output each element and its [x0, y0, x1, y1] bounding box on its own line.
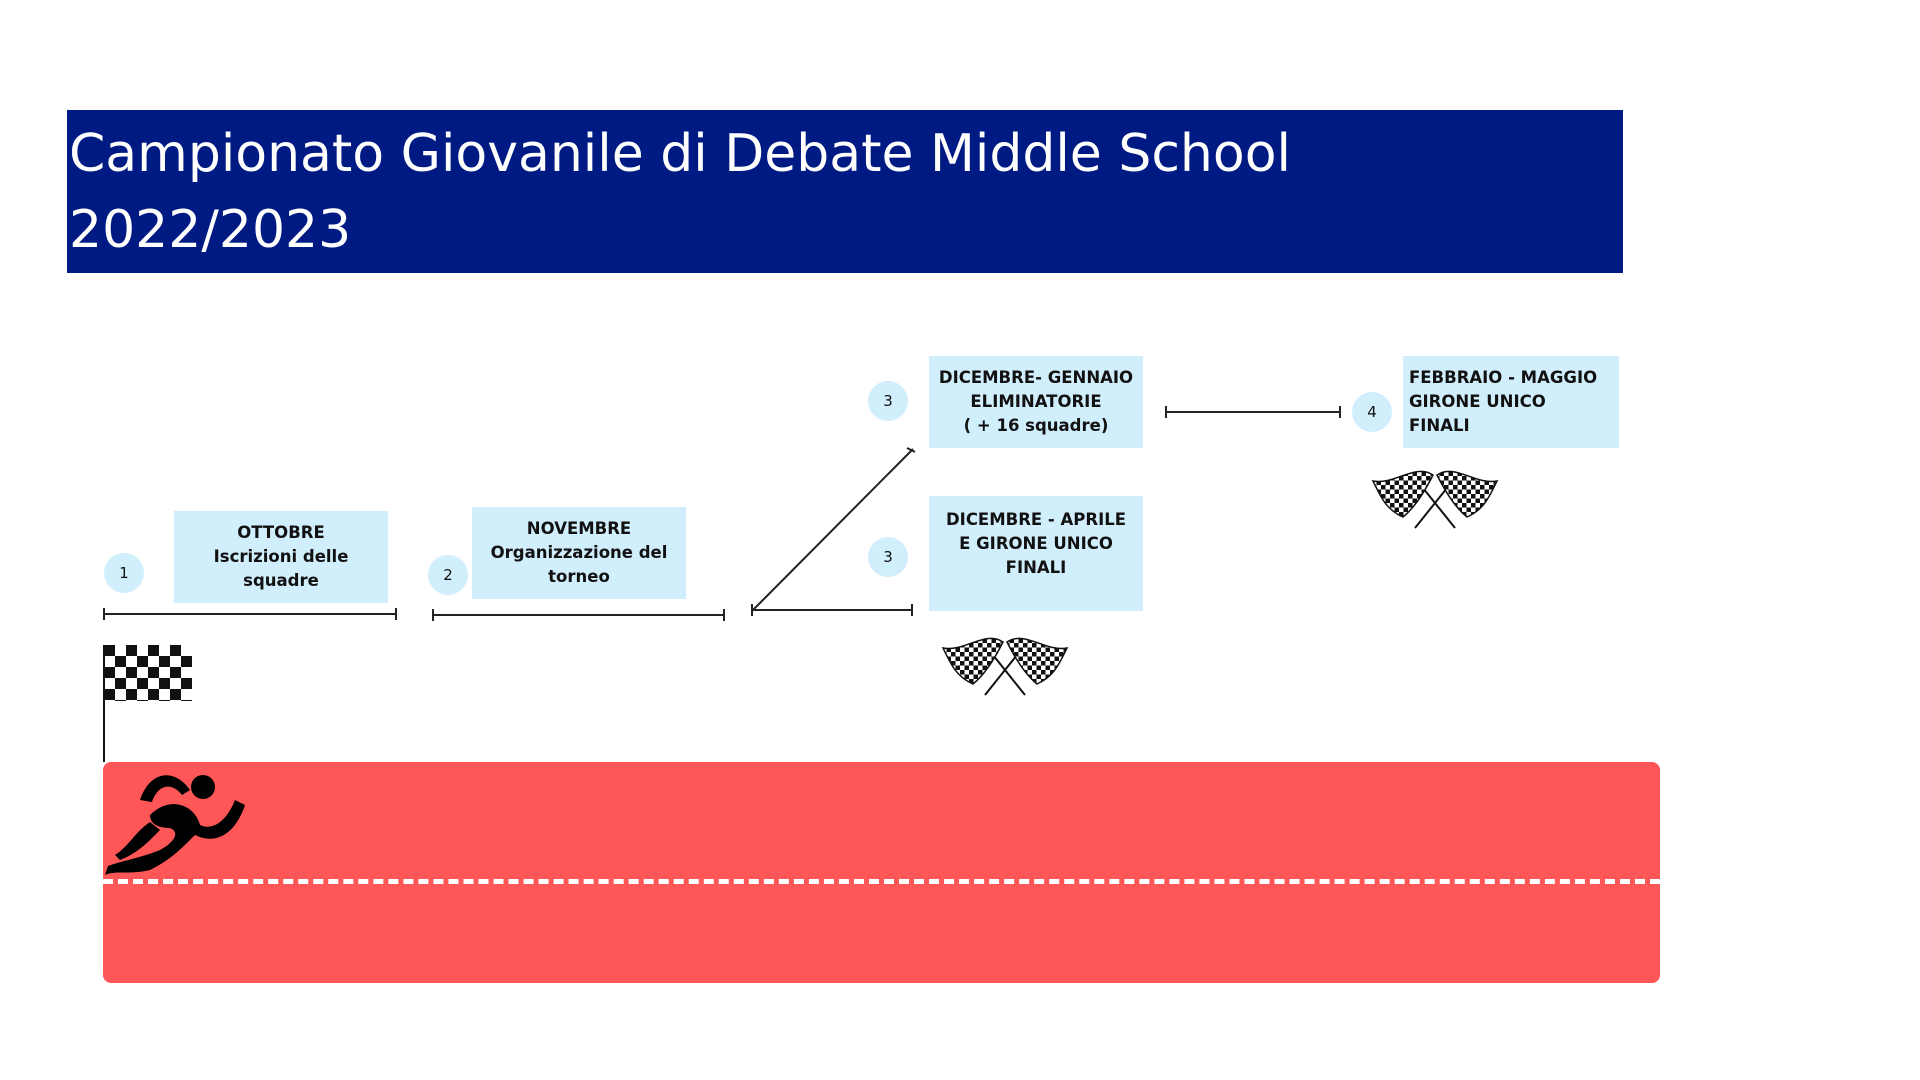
step-3a-line-2: ELIMINATORIE — [970, 392, 1102, 411]
step-number-3a: 3 — [868, 381, 908, 421]
step-number-3b: 3 — [868, 537, 908, 577]
step-3a-line-3: ( + 16 squadre) — [963, 416, 1109, 435]
running-track — [103, 762, 1660, 983]
step-box-4: FEBBRAIO - MAGGIO GIRONE UNICO FINALI — [1403, 356, 1619, 448]
track-center-line — [103, 879, 1660, 884]
page-title-line-2: 2022/2023 — [69, 200, 352, 260]
step-number-2: 2 — [428, 555, 468, 595]
step-1-line-2: Iscrizioni delle — [213, 547, 349, 566]
step-3b-line-1: DICEMBRE - APRILE — [945, 510, 1127, 529]
title-banner: Campionato Giovanile di Debate Middle Sc… — [67, 110, 1623, 273]
step-4-line-1: FEBBRAIO - MAGGIO — [1409, 368, 1598, 387]
step-box-3b: DICEMBRE - APRILE E GIRONE UNICO FINALI — [929, 496, 1143, 611]
step-2-line-1: NOVEMBRE — [526, 519, 632, 538]
step-2-line-3: torneo — [548, 567, 610, 586]
step-3b-line-2: E GIRONE UNICO — [959, 534, 1113, 553]
step-3b-line-3: FINALI — [1005, 558, 1067, 577]
step-1-line-3: squadre — [243, 571, 319, 590]
step-box-2: NOVEMBRE Organizzazione del torneo — [472, 507, 686, 599]
step-box-3a: DICEMBRE- GENNAIO ELIMINATORIE ( + 16 sq… — [929, 356, 1143, 448]
step-2-line-2: Organizzazione del — [490, 543, 668, 562]
step-3a-line-1: DICEMBRE- GENNAIO — [938, 368, 1134, 387]
page-title-line-1: Campionato Giovanile di Debate Middle Sc… — [69, 124, 1291, 184]
step-number-1: 1 — [104, 553, 144, 593]
step-4-line-2: GIRONE UNICO — [1409, 392, 1546, 411]
step-box-1: OTTOBRE Iscrizioni delle squadre — [174, 511, 388, 603]
branch-diagonal-line — [751, 448, 914, 612]
step-1-line-1: OTTOBRE — [237, 523, 325, 542]
step-number-4: 4 — [1352, 392, 1392, 432]
step-4-line-3: FINALI — [1409, 416, 1470, 435]
